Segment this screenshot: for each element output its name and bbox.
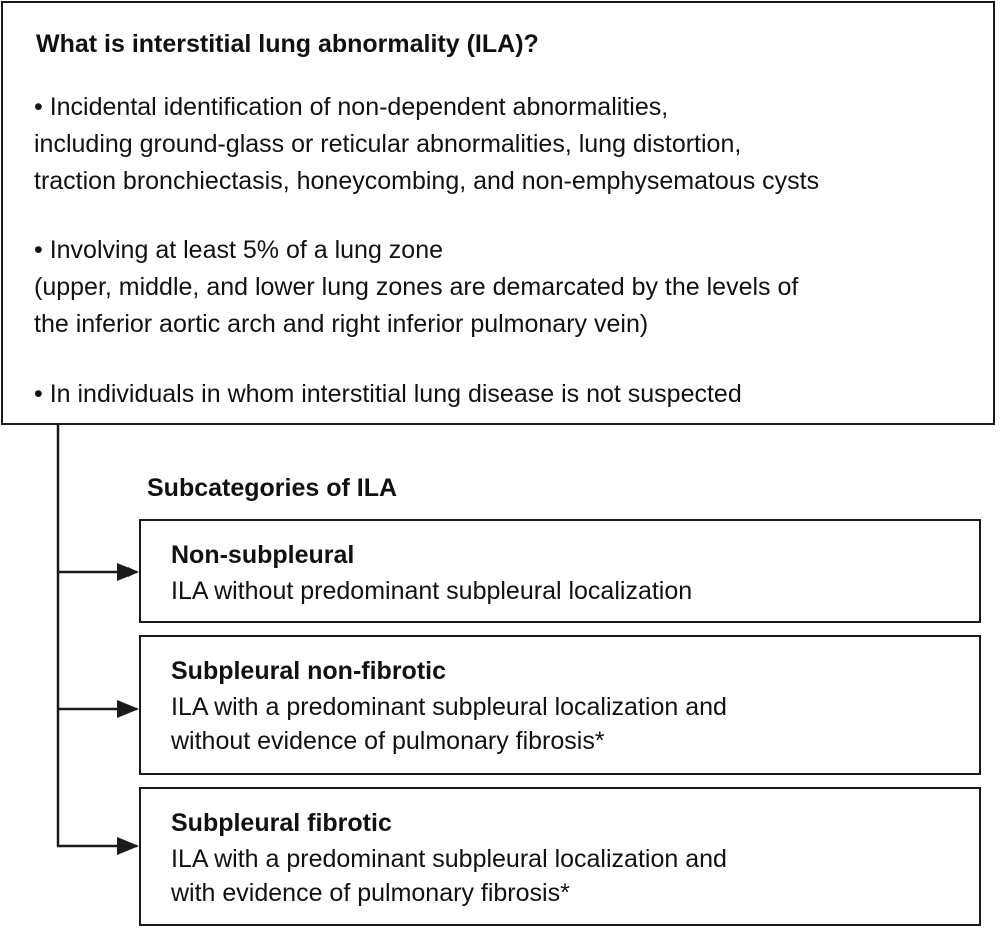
arrowhead-subpleural-non-fibrotic xyxy=(117,700,139,718)
description-line: with evidence of pulmonary fibrosis* xyxy=(171,879,570,907)
subcategory-box-subpleural-fibrotic: Subpleural fibrotic ILA with a predomina… xyxy=(139,787,981,926)
definition-bullet-3: • In individuals in whom interstitial lu… xyxy=(34,376,742,413)
bullet-line: including ground-glass or reticular abno… xyxy=(34,130,742,158)
subcategory-title: Subpleural fibrotic xyxy=(171,809,392,837)
definition-bullet-2: • Involving at least 5% of a lung zone (… xyxy=(34,232,798,343)
bullet-line: • Involving at least 5% of a lung zone xyxy=(34,236,444,264)
bullet-line: the inferior aortic arch and right infer… xyxy=(34,310,649,338)
description-line: without evidence of pulmonary fibrosis* xyxy=(171,727,605,755)
subcategory-box-non-subpleural: Non-subpleural ILA without predominant s… xyxy=(139,519,981,623)
arrowhead-non-subpleural xyxy=(117,563,139,581)
description-line: ILA without predominant subpleural local… xyxy=(171,577,693,605)
subcategories-heading: Subcategories of ILA xyxy=(147,474,398,502)
subcategory-description: ILA with a predominant subpleural locali… xyxy=(171,690,727,758)
description-line: ILA with a predominant subpleural locali… xyxy=(171,693,727,721)
subcategory-title: Subpleural non-fibrotic xyxy=(171,657,446,685)
definition-title: What is interstitial lung abnormality (I… xyxy=(36,30,539,58)
bullet-line: traction bronchiectasis, honeycombing, a… xyxy=(34,167,820,195)
subcategory-description: ILA without predominant subpleural local… xyxy=(171,574,692,608)
bullet-line: • In individuals in whom interstitial lu… xyxy=(34,380,742,408)
subcategory-box-subpleural-non-fibrotic: Subpleural non-fibrotic ILA with a predo… xyxy=(139,635,981,775)
description-line: ILA with a predominant subpleural locali… xyxy=(171,845,727,873)
definition-bullet-1: • Incidental identification of non-depen… xyxy=(34,89,819,200)
subcategory-description: ILA with a predominant subpleural locali… xyxy=(171,842,727,910)
ila-definition-box: What is interstitial lung abnormality (I… xyxy=(1,1,995,425)
arrowhead-subpleural-fibrotic xyxy=(117,837,139,855)
bullet-line: • Incidental identification of non-depen… xyxy=(34,93,669,121)
bullet-line: (upper, middle, and lower lung zones are… xyxy=(34,273,799,301)
subcategory-title: Non-subpleural xyxy=(171,541,355,569)
